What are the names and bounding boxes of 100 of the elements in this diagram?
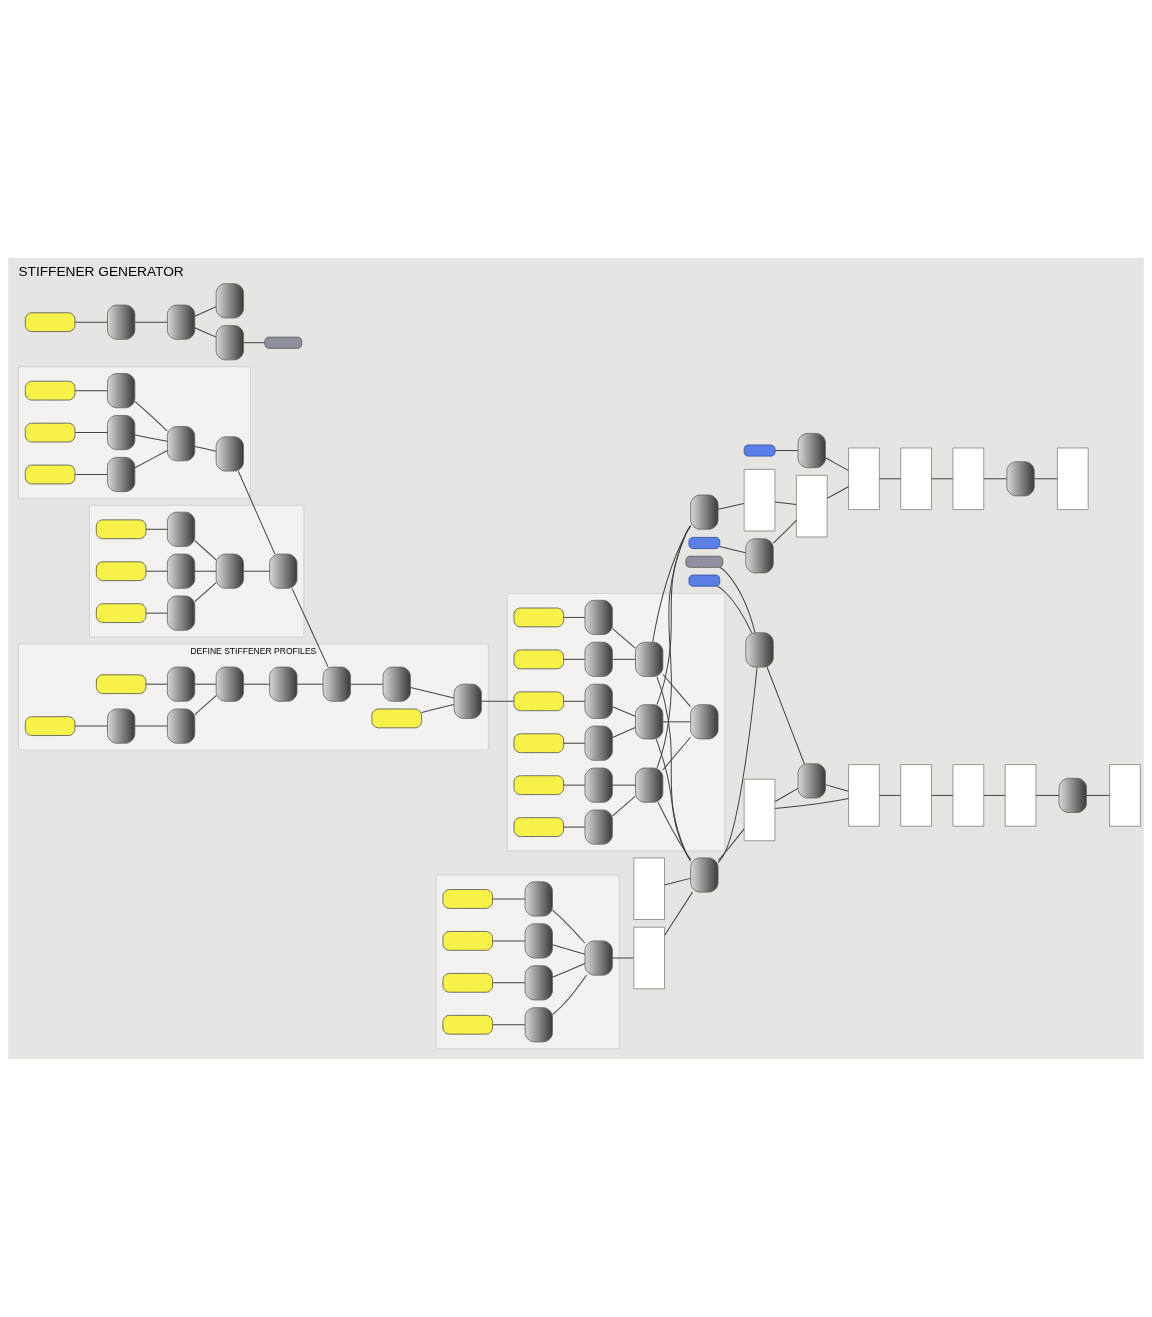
node-bar [166,708,196,744]
connector [1033,478,1058,480]
node-box [513,691,564,712]
connector [421,704,455,713]
node-slider [264,336,303,349]
connector [194,327,217,338]
node-bar [745,538,774,574]
node-button [688,574,721,587]
connector [563,700,586,702]
node-bar [215,666,244,702]
node-box [95,674,147,694]
connector [296,683,324,685]
node-bar [797,763,826,799]
connector [481,700,515,702]
node-bar [524,965,553,1001]
connector [492,898,526,900]
connector [563,826,586,828]
node-table [900,447,932,511]
node-table [848,764,880,827]
connector [194,540,217,561]
connector [492,940,526,942]
connector [243,683,271,685]
node-bar [584,940,613,976]
cluster [435,874,620,1050]
node-bar [524,1007,553,1043]
connector [492,982,526,984]
connector [825,457,850,472]
node-bar [690,857,719,893]
connector [825,784,850,792]
node-box [95,561,147,582]
node-table [848,447,880,511]
connector [612,628,636,649]
node-table [952,447,985,511]
connector [931,794,954,796]
node-table [900,764,932,827]
connector [410,686,455,699]
connector [766,666,805,765]
node-bar [269,666,298,702]
connector [134,401,168,432]
node-bar [584,683,613,719]
node-box [442,973,493,993]
connector [350,683,384,685]
node-bar [215,436,244,472]
node-bar [1006,461,1035,497]
connector [983,794,1006,796]
node-box [24,312,76,333]
connector [134,725,168,727]
node-bar [584,599,613,635]
connector [612,957,634,959]
connector [194,306,217,317]
connector [656,676,692,862]
node-box [95,519,147,540]
node-bar [797,433,826,469]
node-box [24,716,76,736]
node-bar [215,553,244,589]
connector [563,616,586,618]
connector [243,570,271,572]
node-box [371,708,422,729]
node-bar [584,641,613,677]
connector [145,528,168,530]
connector [662,721,691,723]
node-bar [584,809,613,845]
node-bar [635,704,664,740]
node-table [633,857,665,920]
connector [563,742,586,744]
node-bar [635,767,664,803]
connector [612,795,636,817]
node-bar [166,666,196,702]
node-table [795,474,828,538]
connector [983,478,1008,480]
connector [878,478,902,480]
connector [612,706,636,717]
connector [1086,794,1111,796]
node-bar [584,767,613,803]
connector [134,321,168,323]
node-bar [166,553,196,589]
node-bar [524,923,553,959]
node-bar [524,881,553,917]
connector [243,342,266,344]
node-bar [382,666,411,702]
connector [194,446,217,452]
cluster [18,366,251,499]
node-bar [269,553,298,589]
connector [657,801,692,860]
node-box [24,422,76,443]
connector [662,736,691,771]
connector [74,725,108,727]
node-box [513,649,564,670]
connector [662,673,691,708]
connector [652,525,692,643]
node-table [1109,764,1141,827]
connector [717,666,758,864]
connector [552,963,586,978]
node-box [442,931,493,951]
node-table [952,764,985,827]
node-box [513,733,564,754]
node-bar [107,708,136,744]
connector [134,434,168,442]
connector [134,450,168,469]
connector [664,877,691,886]
